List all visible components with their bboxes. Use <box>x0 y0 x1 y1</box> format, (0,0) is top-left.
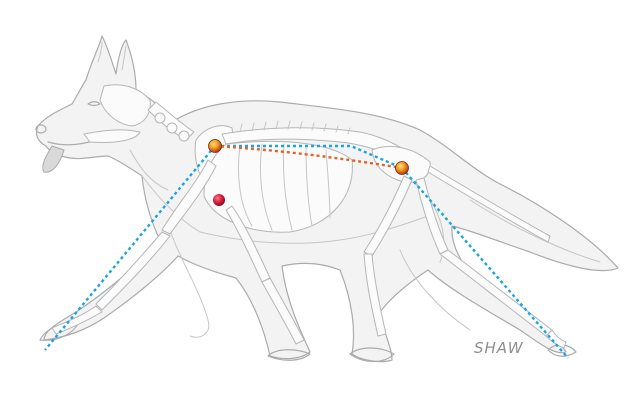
shoulder-joint-marker <box>208 139 222 153</box>
far-front-leg <box>169 229 210 338</box>
rib-cage <box>203 140 353 233</box>
chest-line <box>141 175 201 233</box>
far-tibia <box>439 249 553 337</box>
vertebra-c2 <box>166 122 178 134</box>
far-hind-leg <box>399 249 471 331</box>
tail-fur <box>469 199 601 263</box>
tibia <box>363 253 387 337</box>
skeleton <box>51 84 567 349</box>
middle-paw-1 <box>267 349 311 361</box>
middle-paw-2 <box>349 347 395 363</box>
front-radius <box>95 231 171 311</box>
skull <box>99 84 151 127</box>
front-leg-line <box>44 145 216 351</box>
ear-inner-right <box>121 45 127 71</box>
humerus <box>161 159 217 235</box>
jaw <box>83 129 141 143</box>
vertebra-c1 <box>154 112 166 124</box>
neck-fur <box>129 149 169 191</box>
hind-leg-line <box>401 167 569 359</box>
ear-inner-left <box>97 41 103 63</box>
eye <box>87 101 101 107</box>
tail-vertebrae <box>427 165 551 243</box>
spinous-processes <box>239 120 351 135</box>
tongue <box>42 145 65 173</box>
artist-signature: SHAW <box>474 339 524 357</box>
far-radius <box>261 277 305 345</box>
markers <box>208 139 409 206</box>
annotation-lines <box>44 144 569 359</box>
center-of-mass-marker <box>213 194 225 206</box>
nose <box>35 124 47 134</box>
vertebra-c3 <box>178 130 190 142</box>
hip-joint-marker <box>395 161 409 175</box>
